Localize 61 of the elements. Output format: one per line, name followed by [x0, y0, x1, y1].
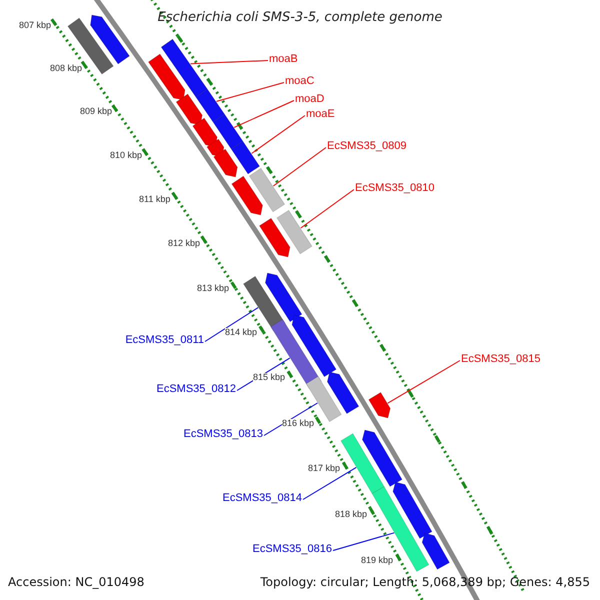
gene-segment [258, 218, 290, 258]
scale-label: 810 kbp [110, 151, 142, 160]
scale-label: 813 kbp [197, 284, 230, 293]
gene-segment [192, 118, 218, 148]
scale-label: 807 kbp [19, 21, 52, 30]
gene-segment [264, 272, 302, 322]
gene-label: moaD [295, 94, 324, 105]
gene-segment [230, 140, 260, 174]
title: Escherichia coli SMS-3-5, complete genome [156, 11, 444, 24]
gene-label: EcSMS35_0815 [461, 354, 540, 365]
gene-label: EcSMS35_0814 [222, 493, 302, 504]
gene-segment [276, 210, 312, 254]
gene-segment [176, 94, 203, 126]
gene-segment [368, 392, 391, 418]
scale-label: 811 kbp [139, 195, 170, 204]
accession-text: Accession: NC_010498 [8, 576, 144, 588]
gene-segment [231, 176, 263, 216]
leader-line [332, 532, 395, 551]
gene-segment [340, 433, 385, 494]
gene-segment [148, 54, 186, 100]
leader-line [302, 466, 357, 500]
scale-label: 812 kbp [168, 239, 200, 248]
scale-label: 815 kbp [253, 373, 286, 382]
leader-line [216, 82, 284, 102]
gene-label: moaC [285, 76, 314, 87]
gene-segment [362, 430, 403, 487]
gene-label: EcSMS35_0811 [125, 335, 204, 346]
leader-line [264, 402, 318, 436]
gene-label: moaB [269, 54, 298, 65]
gene-segment [213, 148, 238, 178]
gene-segment [160, 38, 208, 98]
genome-info-text: Topology: circular; Length: 5,068,389 bp; Genes: 4,855 [260, 576, 590, 588]
leader-line [190, 60, 268, 64]
leader-line [251, 115, 306, 154]
gene-label: moaE [306, 109, 335, 120]
scale-label: 819 kbp [361, 556, 394, 565]
gene-segment [392, 482, 432, 539]
gene-label: EcSMS35_0810 [355, 183, 434, 194]
gene-segment [292, 314, 337, 378]
scale-label: 818 kbp [335, 510, 368, 519]
gene-segment [422, 532, 450, 570]
scale-label: 814 kbp [225, 328, 258, 337]
gene-segment [212, 114, 244, 150]
gene-label: EcSMS35_0809 [327, 141, 406, 152]
gene-label: EcSMS35_0813 [184, 429, 263, 440]
leader-line [387, 360, 460, 404]
scale-label: 816 kbp [282, 419, 314, 428]
scale-label: 808 kbp [50, 64, 82, 73]
gene-segment [90, 14, 130, 64]
gene-segment [248, 168, 286, 212]
leader-line [234, 100, 294, 128]
gene-label: EcSMS35_0812 [156, 384, 236, 395]
scale-label: 817 kbp [308, 464, 340, 473]
gene-label: EcSMS35_0816 [252, 544, 332, 555]
leader-line [204, 307, 259, 342]
scale-label: 809 kbp [80, 107, 112, 116]
gene-segment [326, 372, 360, 414]
leader-line [272, 147, 326, 186]
gene-segment [195, 88, 226, 122]
leader-line [300, 189, 354, 228]
gene-segment [67, 18, 114, 75]
